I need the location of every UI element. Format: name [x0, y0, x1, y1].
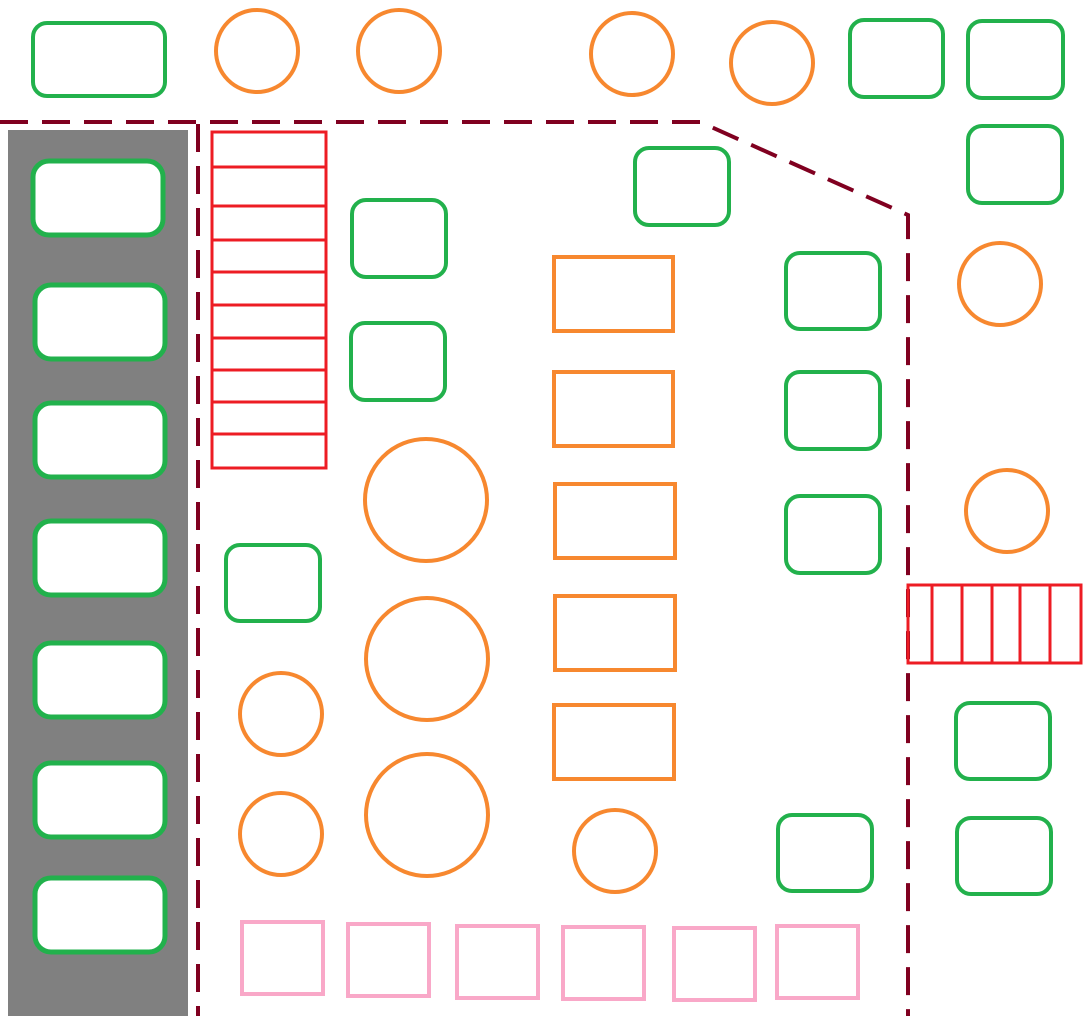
- orange-round-table: [964, 468, 1050, 554]
- panel-seat: [32, 760, 168, 840]
- orange-round-table: [364, 596, 490, 722]
- orange-round-table: [356, 8, 442, 94]
- green-table: [954, 701, 1052, 781]
- orange-rect-table: [552, 370, 675, 448]
- green-table: [633, 146, 731, 227]
- stairs-outline: [210, 130, 328, 470]
- panel-seat: [32, 518, 168, 598]
- green-table: [224, 543, 322, 623]
- panel-seat: [30, 158, 166, 238]
- orange-rect-table: [553, 594, 677, 672]
- orange-round-table: [572, 808, 658, 894]
- pink-square: [561, 925, 646, 1001]
- panel-seat: [32, 282, 168, 362]
- green-table: [350, 198, 448, 279]
- green-table: [848, 18, 945, 99]
- green-table: [966, 124, 1064, 205]
- orange-round-table: [363, 437, 489, 563]
- panel-seat-group: [30, 158, 168, 955]
- orange-rect-table: [552, 703, 676, 781]
- panel-seat: [32, 640, 168, 720]
- green-table: [784, 494, 882, 575]
- stairs-vertical: [210, 130, 328, 470]
- orange-round-table: [238, 671, 324, 757]
- pink-square: [775, 924, 860, 1000]
- green-table: [349, 321, 447, 402]
- green-table: [784, 370, 882, 451]
- pink-square: [672, 926, 757, 1002]
- stairs-outline: [906, 583, 1083, 665]
- green-table: [31, 21, 167, 98]
- orange-round-table: [364, 752, 490, 878]
- panel-seat: [32, 400, 168, 480]
- panel-seat: [32, 875, 168, 955]
- orange-round-table: [238, 791, 324, 877]
- orange-rect-table: [552, 255, 675, 333]
- green-table: [784, 251, 882, 331]
- orange-rect-table-group: [552, 255, 677, 781]
- orange-rect-table: [553, 482, 677, 560]
- orange-round-table-group: [214, 8, 1050, 894]
- green-table-group: [31, 18, 1065, 896]
- orange-round-table: [214, 8, 300, 94]
- green-table: [966, 19, 1065, 100]
- orange-round-table: [957, 241, 1043, 327]
- pink-square: [346, 922, 431, 998]
- green-table: [776, 813, 874, 893]
- pink-square-group: [240, 920, 860, 1002]
- pink-square: [240, 920, 325, 996]
- orange-round-table: [589, 11, 675, 97]
- orange-round-table: [729, 20, 815, 106]
- green-table: [955, 816, 1053, 896]
- pink-square: [455, 924, 540, 1000]
- stairs-horizontal: [906, 583, 1083, 665]
